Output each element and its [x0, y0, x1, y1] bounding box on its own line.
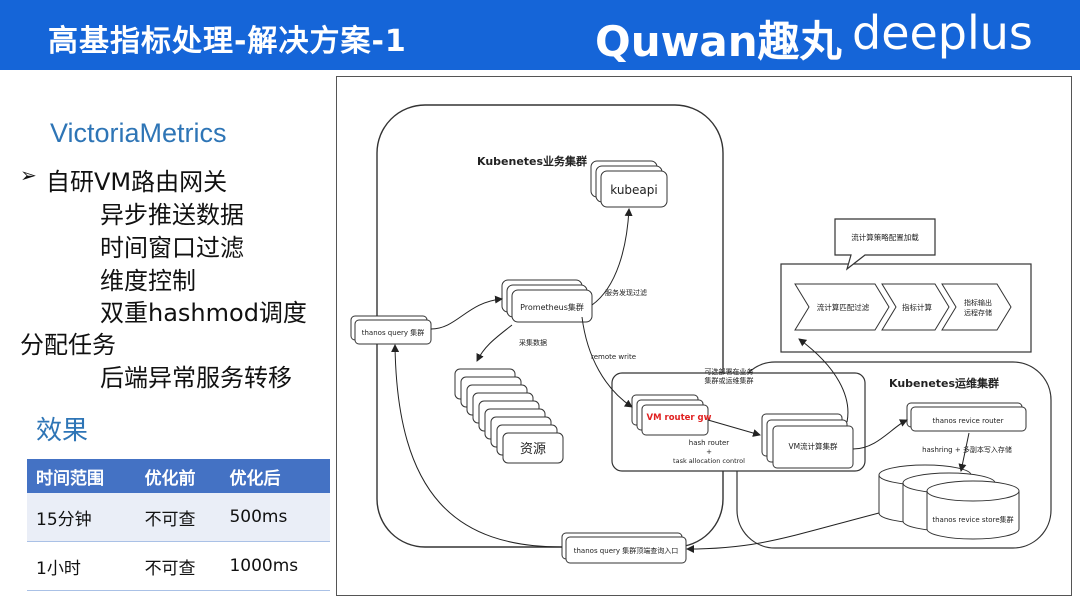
page-title: 高基指标处理-解决方案-1	[48, 24, 407, 59]
remote-write-label: remote write	[591, 353, 636, 361]
vm-router-label: VM router gw	[647, 413, 712, 423]
chevron-metric-compute	[881, 283, 950, 331]
table-cell: 1000ms	[220, 541, 330, 591]
collect-label: 采集数据	[519, 338, 547, 347]
vm-stream-stack: VM流计算集群	[761, 413, 854, 469]
title-bar: 高基指标处理-解决方案-1 Quwan趣丸 deeplus	[0, 0, 1080, 70]
bullet-arrow-icon: ➢	[20, 163, 37, 187]
chevron-match-filter	[794, 283, 890, 331]
svc-discovery-label: 服务发现过滤	[605, 288, 647, 297]
deeplus-logo: deeplus	[852, 6, 1033, 60]
table-cell: 15分钟	[27, 493, 136, 542]
quwan-logo: Quwan趣丸	[595, 17, 842, 66]
strategy-callout	[834, 218, 936, 271]
effect-table: 时间范围 优化前 优化后 15分钟 不可查 500ms 1小时 不可查 1000…	[27, 459, 330, 591]
prometheus-stack: Prometheus集群	[501, 279, 593, 323]
table-cell: 500ms	[220, 493, 330, 542]
table-header: 优化前	[135, 459, 221, 493]
thanos-receive-router-label: thanos revice router	[933, 417, 1004, 425]
table-row: 1小时 不可查 1000ms	[27, 541, 330, 591]
chevron-2-label: 指标计算	[902, 302, 932, 312]
table-header: 时间范围	[27, 459, 136, 493]
chevron-3-label-1: 指标输出	[964, 298, 992, 307]
connectors	[391, 208, 970, 553]
thanos-entry-box: thanos query 集群顶端查询入口	[561, 532, 687, 564]
section-title-victoriametrics: VictoriaMetrics	[50, 118, 227, 148]
architecture-diagram: Kubenetes业务集群 Kubenetes运维集群 kubeapi Prom…	[336, 76, 1072, 596]
thanos-store-label: thanos revice store集群	[932, 515, 1013, 524]
list-item: 后端异常服务转移	[100, 364, 292, 392]
table-cell: 1小时	[27, 541, 136, 591]
prometheus-label: Prometheus集群	[520, 302, 584, 312]
list-item: 异步推送数据	[100, 201, 244, 229]
kubeapi-stack: kubeapi	[590, 160, 668, 208]
hash-router-label: hash router	[689, 439, 730, 447]
vm-stream-label: VM流计算集群	[788, 441, 838, 451]
thanos-query-stack: thanos query 集群	[350, 315, 432, 345]
strategy-callout-label: 流计算策略配置加载	[851, 232, 919, 242]
table-row: 15分钟 不可查 500ms	[27, 493, 330, 542]
kubeapi-label: kubeapi	[610, 183, 658, 197]
resources-label: 资源	[520, 442, 546, 457]
k8s-biz-label: Kubenetes业务集群	[477, 154, 587, 168]
k8s-ops-label: Kubenetes运维集群	[889, 376, 999, 390]
chevron-output-storage	[941, 283, 1012, 331]
list-item: 维度控制	[100, 267, 196, 295]
thanos-entry-label: thanos query 集群顶端查询入口	[574, 546, 679, 555]
table-cell: 不可查	[135, 493, 221, 542]
list-item: 时间窗口过滤	[100, 234, 244, 262]
deploy-note-2: 集群或运维集群	[705, 376, 754, 385]
list-item: 双重hashmod调度	[100, 299, 307, 327]
deploy-note-1: 可选部署在业务	[705, 367, 754, 376]
effect-title: 效果	[36, 416, 89, 446]
plus-label: +	[706, 448, 712, 456]
task-alloc-label: task allocation control	[673, 457, 745, 465]
hashring-label: hashring + 多副本写入存储	[922, 445, 1012, 454]
resources-stack: 资源	[454, 368, 564, 464]
table-cell: 不可查	[135, 541, 221, 591]
thanos-query-label: thanos query 集群	[362, 328, 425, 337]
chevron-1-label: 流计算匹配过滤	[817, 302, 870, 312]
table-header-row: 时间范围 优化前 优化后	[27, 459, 330, 493]
list-item: 自研VM路由网关	[46, 168, 228, 196]
chevron-3-label-2: 远程存储	[964, 308, 992, 317]
list-item: 分配任务	[20, 331, 116, 359]
vm-router-stack: VM router gw	[631, 394, 712, 436]
table-header: 优化后	[220, 459, 330, 493]
thanos-store-cylinders: thanos revice store集群	[878, 464, 1020, 540]
thanos-receive-router-stack: thanos revice router	[906, 402, 1027, 432]
